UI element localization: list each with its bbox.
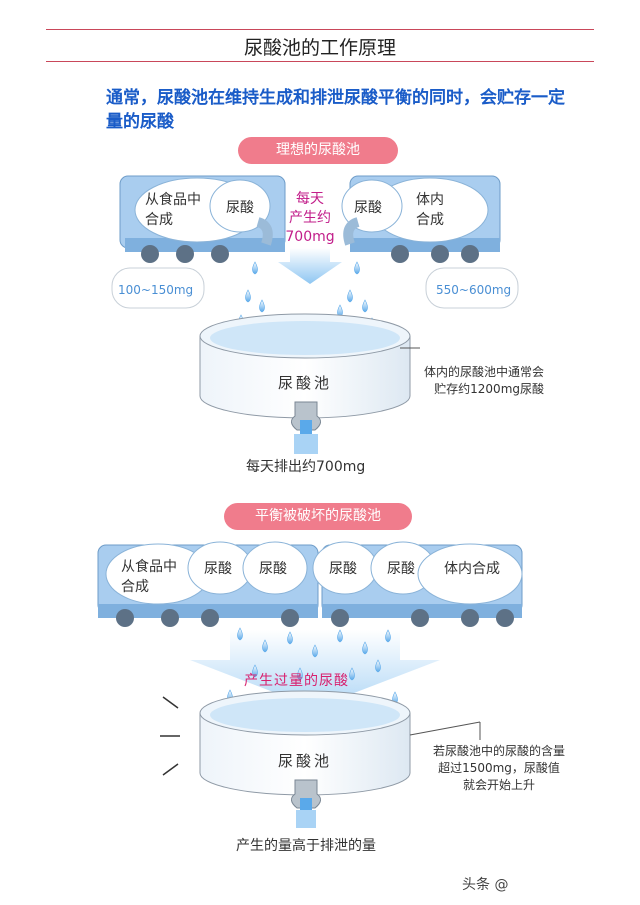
broken-pool-name: 尿酸池 bbox=[278, 752, 333, 770]
right-truck-broken bbox=[312, 541, 523, 627]
ideal-left-tank: 尿酸 bbox=[226, 200, 254, 216]
left-range: 100~150mg bbox=[118, 283, 194, 297]
right-range: 550~600mg bbox=[436, 283, 512, 297]
broken-pool-label: 平衡被破坏的尿酸池 bbox=[224, 503, 412, 530]
broken-tank-2: 尿酸 bbox=[259, 561, 287, 577]
title-rule bbox=[46, 61, 594, 62]
broken-caption: 产生的量高于排泄的量 bbox=[236, 838, 376, 854]
overflow-arrow bbox=[190, 630, 440, 708]
ideal-pool-note: 体内的尿酸池中通常会 贮存约1200mg尿酸 bbox=[424, 365, 545, 396]
ideal-right-source: 体内 合成 bbox=[416, 192, 444, 228]
daily-production: 每天 产生约 700mg bbox=[285, 191, 335, 245]
ideal-pool-label: 理想的尿酸池 bbox=[238, 137, 398, 164]
daily-excretion: 每天排出约700mg bbox=[246, 459, 366, 475]
broken-tank-4: 尿酸 bbox=[387, 561, 415, 577]
top-rule bbox=[46, 29, 594, 30]
down-arrow-ideal bbox=[278, 248, 342, 284]
ideal-left-source: 从食品中 合成 bbox=[145, 192, 201, 228]
watermark: 头条 @ bbox=[462, 877, 509, 893]
ideal-pool-name: 尿酸池 bbox=[278, 374, 333, 392]
ideal-right-tank: 尿酸 bbox=[354, 200, 382, 216]
pool-ideal bbox=[199, 313, 420, 454]
pool-broken bbox=[199, 690, 481, 828]
broken-left-source: 从食品中 合成 bbox=[121, 559, 177, 595]
page-title: 尿酸池的工作原理 bbox=[243, 37, 396, 59]
left-truck-broken bbox=[97, 541, 319, 627]
broken-right-source: 体内合成 bbox=[444, 561, 500, 577]
broken-pool-note: 若尿酸池中的尿酸的含量 超过1500mg，尿酸值 就会开始上升 bbox=[433, 744, 566, 792]
broken-tank-3: 尿酸 bbox=[329, 561, 357, 577]
intro-text: 通常，尿酸池在维持生成和排泄尿酸平衡的同时，会贮存一定量的尿酸 bbox=[106, 88, 565, 132]
broken-tank-1: 尿酸 bbox=[204, 561, 232, 577]
overproduction-label: 产生过量的尿酸 bbox=[244, 673, 349, 689]
alarm-lines bbox=[160, 696, 180, 776]
left-truck-ideal bbox=[119, 175, 286, 263]
right-truck-ideal bbox=[341, 175, 501, 263]
